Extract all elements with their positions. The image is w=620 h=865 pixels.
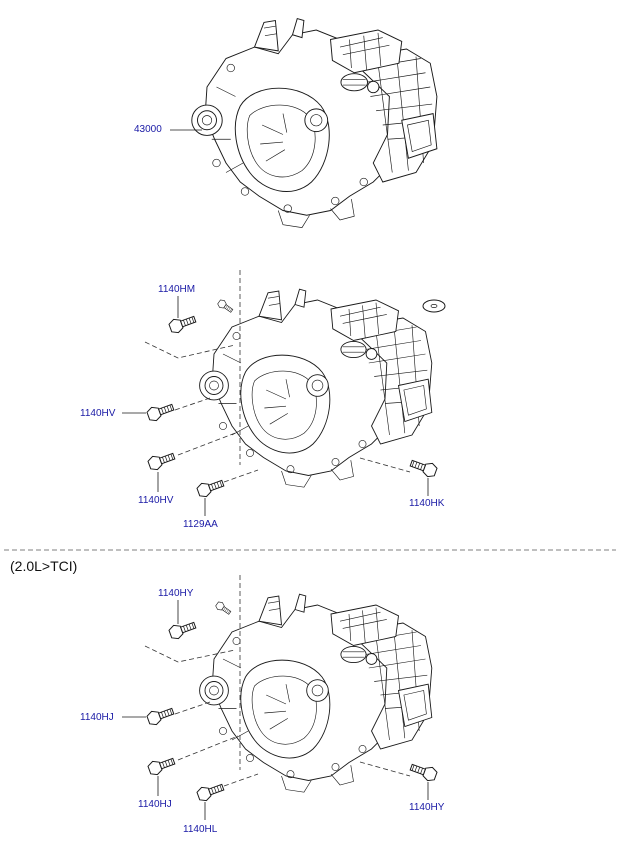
bolt-part bbox=[145, 400, 176, 424]
part-label[interactable]: 1140HY bbox=[409, 802, 445, 813]
part-label[interactable]: 1140HV bbox=[80, 408, 116, 419]
bolt-part bbox=[214, 600, 233, 617]
assembly-43000: 43000 bbox=[134, 18, 438, 229]
install-line bbox=[144, 645, 236, 663]
part-label[interactable]: 1140HJ bbox=[80, 712, 114, 723]
bolt-part bbox=[146, 449, 177, 473]
bolt-part bbox=[146, 754, 177, 778]
part-label[interactable]: 1140HV bbox=[138, 495, 174, 506]
install-line bbox=[359, 761, 411, 777]
transaxle-housing bbox=[199, 593, 433, 793]
variant-label: (2.0L>TCI) bbox=[10, 558, 77, 574]
part-label[interactable]: 1140HJ bbox=[138, 799, 172, 810]
bolt-part bbox=[145, 704, 176, 728]
install-line bbox=[174, 397, 211, 411]
install-line bbox=[174, 701, 211, 715]
assembly-base: 1140HM 1140HV 1140HV 1129AA 1140HK bbox=[80, 270, 446, 530]
install-line bbox=[144, 341, 236, 359]
bolt-part bbox=[408, 456, 439, 480]
bolt-part bbox=[195, 476, 226, 500]
install-line bbox=[359, 457, 411, 473]
install-line bbox=[177, 735, 239, 761]
transaxle-housing bbox=[199, 288, 433, 488]
part-label[interactable]: 1129AA bbox=[183, 519, 218, 530]
install-line bbox=[223, 773, 259, 787]
part-label[interactable]: 1140HM bbox=[158, 284, 195, 295]
part-label[interactable]: 1140HL bbox=[183, 824, 218, 835]
transaxle-housing bbox=[191, 18, 438, 229]
part-label[interactable]: 43000 bbox=[134, 124, 162, 135]
install-line bbox=[223, 469, 259, 483]
bolt-part bbox=[408, 760, 439, 784]
washer-part bbox=[422, 299, 446, 313]
bolt-part bbox=[167, 618, 198, 642]
bolt-part bbox=[167, 312, 198, 336]
part-label[interactable]: 1140HK bbox=[409, 498, 445, 509]
bolt-part bbox=[216, 298, 235, 315]
assembly-tci: 1140HY 1140HJ 1140HJ 1140HL 1140HY bbox=[80, 575, 445, 835]
part-label[interactable]: 1140HY bbox=[158, 588, 194, 599]
install-line bbox=[177, 431, 239, 456]
bolt-part bbox=[195, 780, 226, 804]
